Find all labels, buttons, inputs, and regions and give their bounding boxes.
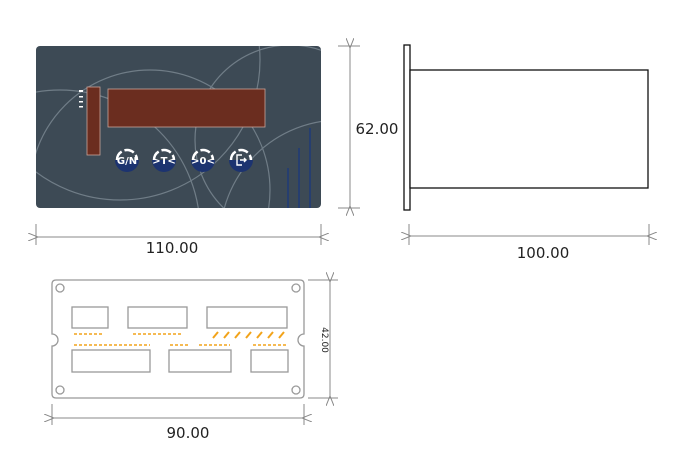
button-0[interactable]: >0< bbox=[191, 148, 215, 172]
enter-icon bbox=[236, 154, 247, 166]
back-height-dimension: 42.00 bbox=[319, 327, 329, 353]
front-width-dimension: 110.00 bbox=[146, 239, 199, 257]
button-gn[interactable]: G/N bbox=[115, 148, 139, 172]
button-enter[interactable] bbox=[229, 148, 253, 172]
side-view bbox=[403, 44, 649, 211]
signal-bars-icon bbox=[287, 128, 311, 208]
terminal-pin-marks bbox=[212, 331, 285, 339]
status-led-bar bbox=[86, 86, 101, 156]
tare-icon: >T< bbox=[152, 156, 176, 167]
indicator-marks bbox=[79, 90, 83, 108]
svg-text:G/N: G/N bbox=[117, 156, 137, 167]
back-panel bbox=[51, 279, 305, 399]
side-depth-dimension: 100.00 bbox=[517, 244, 570, 262]
terminal-labels bbox=[74, 333, 287, 346]
button-t[interactable]: >T< bbox=[152, 148, 176, 172]
svg-text:>0<: >0< bbox=[191, 156, 215, 167]
decorative-arcs bbox=[36, 46, 321, 208]
svg-text:>T<: >T< bbox=[152, 156, 176, 167]
gross-net-icon: G/N bbox=[117, 156, 137, 167]
front-height-dimension: 62.00 bbox=[356, 120, 399, 138]
zero-icon: >0< bbox=[191, 156, 215, 167]
front-panel: G/N >T< >0< bbox=[36, 46, 321, 208]
back-width-dimension: 90.00 bbox=[167, 424, 210, 442]
weight-display bbox=[107, 88, 266, 128]
